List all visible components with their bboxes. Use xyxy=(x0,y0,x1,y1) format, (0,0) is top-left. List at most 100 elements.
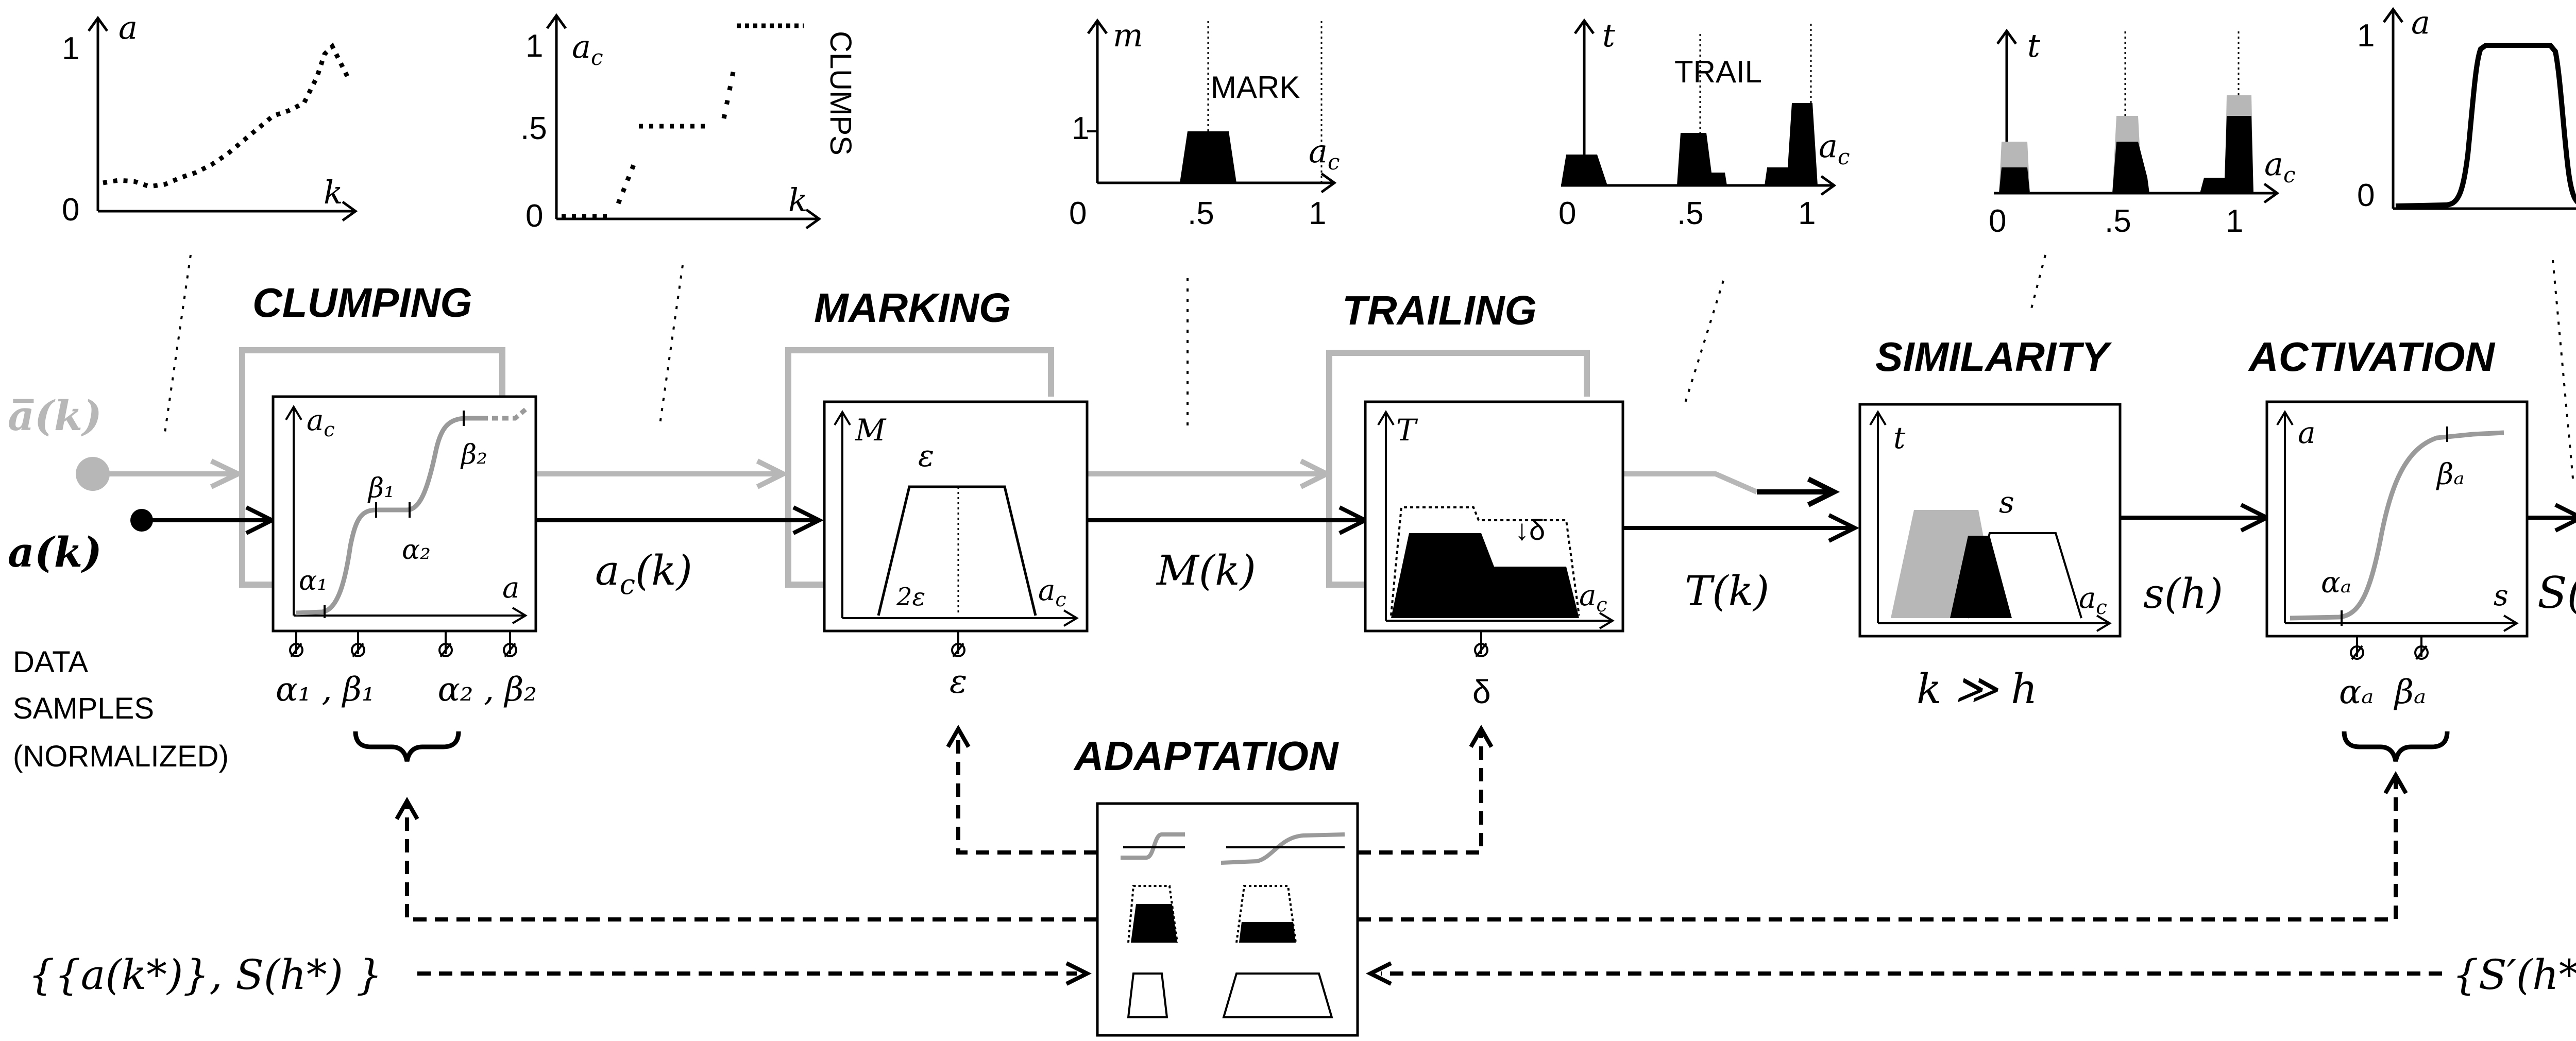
clumps-y-bottom: 0 xyxy=(526,198,543,234)
trail-ylabel: t xyxy=(1602,16,1615,54)
a-input-path xyxy=(130,505,277,535)
similarity-black-shape xyxy=(1950,536,2012,618)
mark-xlabel-main: a xyxy=(1309,132,1328,170)
data-samples-line2: SAMPLES xyxy=(13,692,154,725)
sim-mini-tick-1: 1 xyxy=(2226,203,2243,239)
activation-sigmoid xyxy=(2290,430,2504,621)
activation-brace xyxy=(2342,731,2450,762)
marking-2eps: 2ε xyxy=(896,583,925,611)
signal-ac-k-sub: c xyxy=(620,568,635,601)
trail-tick-0: 0 xyxy=(1558,196,1576,231)
adaptation-box xyxy=(1096,802,1359,1037)
trail-peak-1 xyxy=(1765,103,1818,185)
similarity-x-main: a xyxy=(2079,582,2096,615)
signal-ac-k: ac(k) xyxy=(595,547,692,601)
clumps-y-mid: .5 xyxy=(520,111,547,146)
trailing-delta: ↓δ xyxy=(1515,514,1545,546)
mark-tick-1: 1 xyxy=(1309,196,1326,231)
activation-b: βₐ xyxy=(2436,458,2464,491)
clumping-box: ac a α₁ β₁ α₂ β₂ xyxy=(272,395,537,633)
adapt-mark-wide xyxy=(1222,972,1333,1018)
trailing-param: δ xyxy=(1472,673,1491,710)
signal-T-k: T(k) xyxy=(1685,567,1769,615)
trail-peak-0 xyxy=(1561,155,1607,185)
signal-M-k: M(k) xyxy=(1156,547,1256,594)
marking-trapezoid xyxy=(877,485,1037,616)
clumps-y-top: 1 xyxy=(526,28,543,64)
act-mini-y-bottom: 0 xyxy=(2357,178,2375,213)
similarity-x-sub: c xyxy=(2096,596,2107,619)
trailing-x: ac xyxy=(1579,579,1607,616)
data-samples-line1: DATA xyxy=(13,645,88,679)
raw-ylabel: a xyxy=(118,9,138,46)
clumping-brace xyxy=(353,731,461,762)
adaptation-arrowheads xyxy=(395,724,2408,986)
trail-xlabel-main: a xyxy=(1819,127,1838,165)
activation-mini-plot: a 1 0 h xyxy=(2357,4,2576,213)
similarity-param: k ≫ h xyxy=(1917,665,2038,713)
marking-knob[interactable] xyxy=(951,631,965,658)
plot-connectors xyxy=(164,254,2574,485)
a-label: a(k) xyxy=(8,528,102,576)
marking-param: ε xyxy=(950,663,967,701)
raw-samples-dots xyxy=(103,42,350,189)
sim-black-1 xyxy=(2200,116,2253,193)
clumping-a2: α₂ xyxy=(402,535,431,566)
clumps-ylabel-main: a xyxy=(572,28,591,65)
sim-black-half xyxy=(2112,142,2149,193)
adapt-trail-tall-fill xyxy=(1131,904,1177,943)
abar-input-path xyxy=(76,457,1840,507)
stage-title-adaptation: ADAPTATION xyxy=(1073,733,1340,779)
clumps-ylabel: ac xyxy=(572,28,603,70)
trail-plot: t TRAIL ac 0 .5 1 xyxy=(1558,16,1850,231)
clumps-xlabel: k xyxy=(788,181,808,219)
data-samples-line3: (NORMALIZED) xyxy=(13,740,229,773)
trailing-knob[interactable] xyxy=(1474,631,1488,658)
adapt-trail-short-outline xyxy=(1235,885,1297,943)
sim-mini-tick-half: .5 xyxy=(2105,203,2131,239)
mark-tick-0: 0 xyxy=(1069,196,1087,231)
mark-trapezoid xyxy=(1180,131,1236,183)
activation-knobs[interactable] xyxy=(2350,636,2429,660)
raw-xlabel: k xyxy=(324,174,343,211)
clumping-knobs[interactable] xyxy=(289,631,517,658)
sim-mini-xlabel-main: a xyxy=(2264,145,2283,183)
activation-a: αₐ xyxy=(2321,566,2351,600)
clumping-a1: α₁ xyxy=(299,566,328,596)
mark-y-one: 1 xyxy=(1072,111,1089,146)
sim-mini-tick-0: 0 xyxy=(1989,203,2006,239)
clumps-ylabel-sub: c xyxy=(591,45,603,70)
stage-title-trailing: TRAILING xyxy=(1342,287,1537,333)
trailing-x-main: a xyxy=(1579,579,1596,612)
trail-peak-half xyxy=(1677,133,1727,185)
signal-ac-k-a: a xyxy=(595,547,620,594)
stage-title-activation: ACTIVATION xyxy=(2248,334,2496,380)
marking-y: M xyxy=(855,413,887,448)
clumps-side-label: CLUMPS xyxy=(824,31,857,156)
clumping-x: a xyxy=(502,571,519,605)
trail-label: TRAIL xyxy=(1674,55,1762,89)
mark-xlabel-sub: c xyxy=(1328,149,1340,175)
mark-xlabel: ac xyxy=(1309,132,1340,175)
adapt-mark-narrow xyxy=(1127,972,1168,1018)
sim-mini-xlabel-sub: c xyxy=(2283,162,2296,187)
similarity-box: t s ac xyxy=(1858,403,2122,638)
similarity-x: ac xyxy=(2079,582,2107,619)
act-mini-y-top: 1 xyxy=(2357,18,2375,54)
sim-mini-ylabel: t xyxy=(2027,27,2040,64)
signal-S-h: S(h) xyxy=(2537,568,2576,618)
abar-label: a̅(k) xyxy=(8,391,102,440)
similarity-y: t xyxy=(1893,420,1906,455)
adapt-steep-curve xyxy=(1121,832,1185,860)
similarity-mini-plot: t ac 0 .5 1 xyxy=(1989,27,2296,239)
clumps-plot: ac 1 .5 0 k CLUMPS xyxy=(520,13,857,234)
trail-tick-half: .5 xyxy=(1677,196,1704,231)
signal-ac-k-arg: (k) xyxy=(635,547,692,594)
clumps-dots-rise1 xyxy=(616,164,636,204)
activation-x: s xyxy=(2494,579,2509,612)
sim-black-0 xyxy=(1999,167,2030,193)
trail-tick-1: 1 xyxy=(1798,196,1816,231)
trailing-box: T ↓δ ac xyxy=(1364,400,1624,633)
activation-y: a xyxy=(2298,415,2316,450)
